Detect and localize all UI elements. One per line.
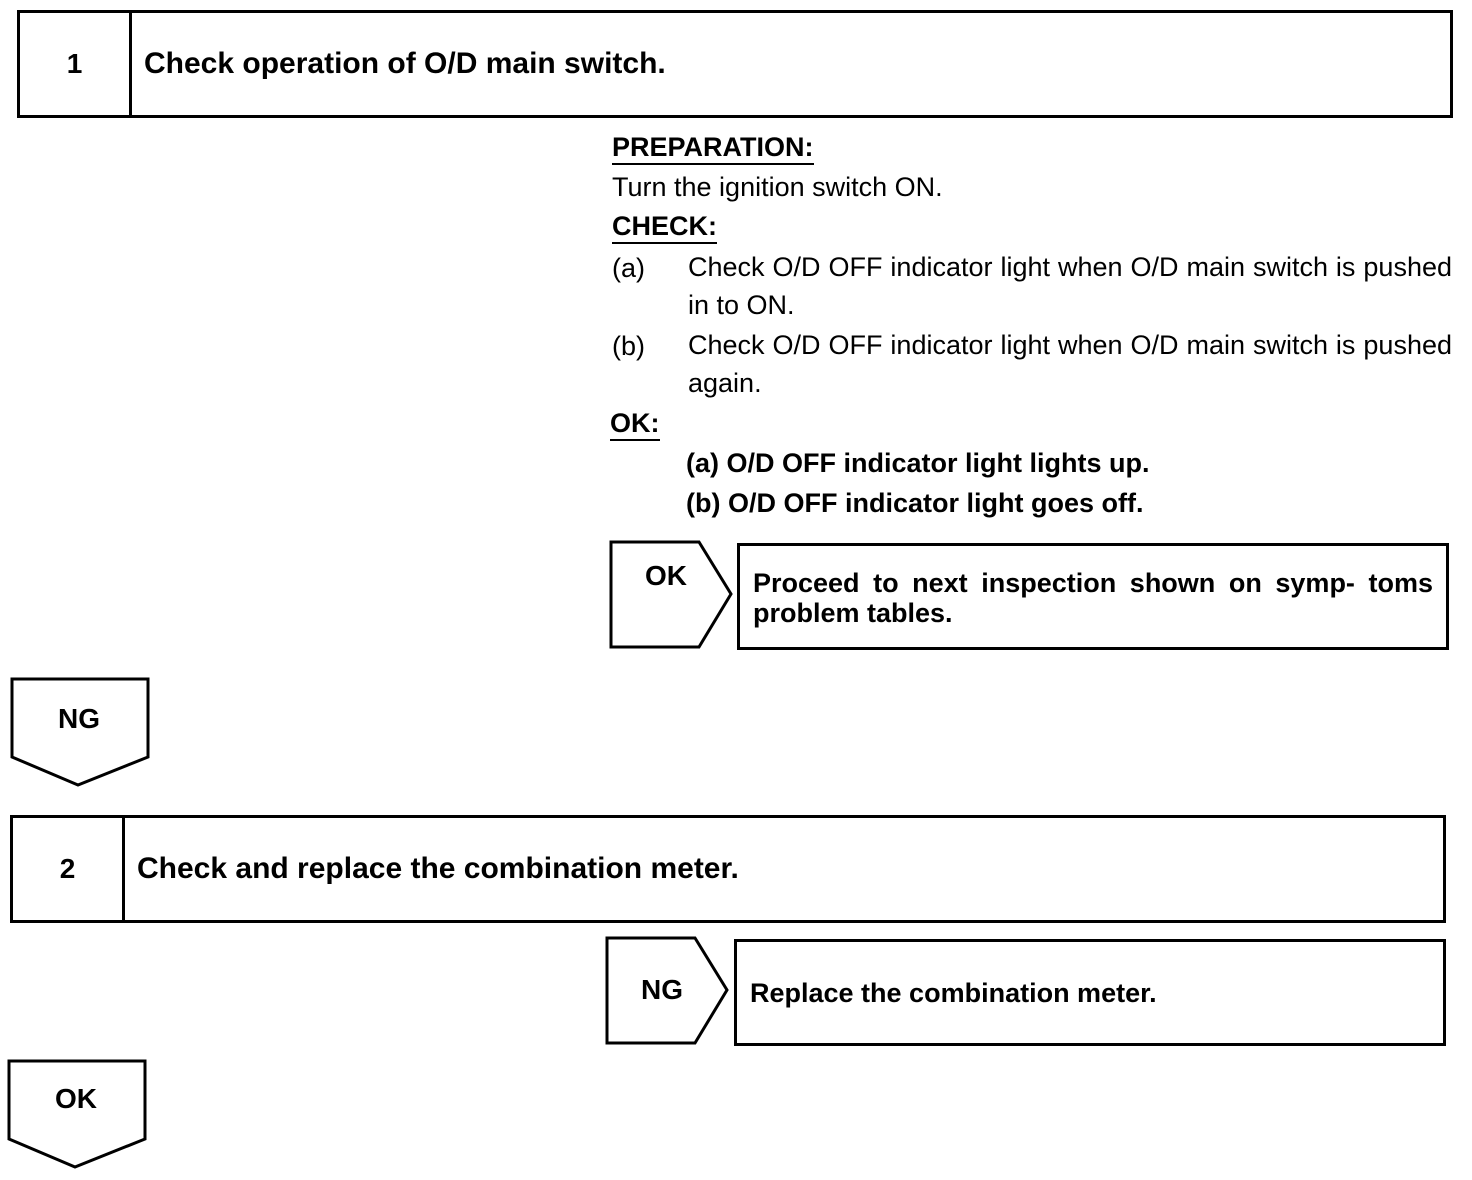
ng-down-arrow-tag: NG [10, 677, 152, 789]
step-title: Check and replace the combination meter. [137, 852, 739, 885]
down-arrow-tag-icon [10, 677, 150, 787]
ok-arrow-tag: OK [609, 540, 735, 650]
preparation-text: Turn the ignition switch ON. [612, 172, 943, 202]
preparation-heading: PREPARATION: [612, 132, 814, 165]
check-item-label: (a) [612, 253, 645, 283]
right-arrow-tag-icon [605, 936, 729, 1045]
ng-tag-label: NG [58, 703, 100, 734]
ok-criteria-line: (b) O/D OFF indicator light goes off. [686, 488, 1144, 518]
ok-criteria-line: (a) O/D OFF indicator light lights up. [686, 448, 1150, 478]
ok-result-text: Proceed to next inspection shown on symp… [753, 568, 1433, 628]
ok-tag-label: OK [55, 1083, 97, 1114]
ok-down-arrow-tag: OK [7, 1059, 149, 1171]
step-1-box: 1 Check operation of O/D main switch. [17, 10, 1453, 118]
check-item-text: Check O/D OFF indicator light when O/D m… [688, 252, 1452, 320]
check-heading: CHECK: [612, 211, 717, 244]
step-title: Check operation of O/D main switch. [144, 47, 666, 80]
check-item-text: Check O/D OFF indicator light when O/D m… [688, 330, 1452, 398]
ok-tag-label: OK [645, 560, 687, 591]
ng-result-box: Replace the combination meter. [734, 939, 1446, 1046]
down-arrow-tag-icon [7, 1059, 147, 1169]
right-arrow-tag-icon [609, 540, 733, 649]
ok-criteria-heading: OK: [610, 408, 660, 441]
ng-tag-label: NG [641, 974, 683, 1005]
ng-result-text: Replace the combination meter. [750, 978, 1157, 1008]
ng-arrow-tag: NG [605, 936, 731, 1046]
check-item-label: (b) [612, 331, 645, 361]
step-2-box: 2 Check and replace the combination mete… [10, 815, 1446, 923]
step-number: 2 [13, 818, 125, 920]
ok-result-box: Proceed to next inspection shown on symp… [737, 543, 1449, 650]
step-number: 1 [20, 13, 132, 115]
